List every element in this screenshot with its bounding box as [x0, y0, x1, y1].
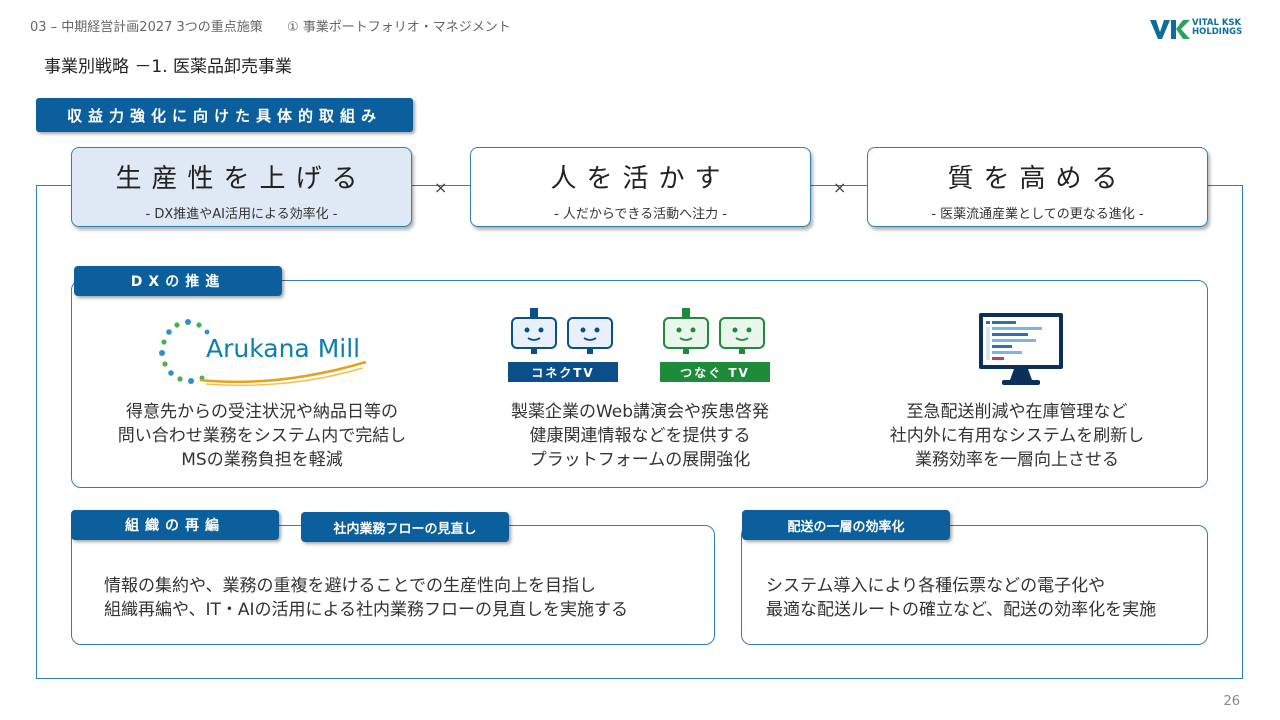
- tv-characters-icon: [663, 308, 765, 354]
- pillar-title: 生産性を上げる: [115, 164, 368, 194]
- dx-tv-description: 製薬企業のWeb講演会や疾患啓発 健康関連情報などを提供する プラットフォームの…: [510, 402, 770, 470]
- swoosh-icon: [199, 360, 367, 387]
- dx-arukana-description: 得意先からの受注状況や納品日等の 問い合わせ業務をシステム内で完結し MSの業務…: [117, 402, 407, 470]
- page-title: 事業別戦略 －1. 医薬品卸売事業: [44, 57, 293, 77]
- delivery-tab: 配送の一層の効率化: [742, 510, 950, 540]
- monitor-svg-icon: [979, 313, 1063, 385]
- section-label: 収益力強化に向けた具体的取組み: [36, 98, 413, 132]
- org-tab: 組織の再編: [71, 510, 279, 540]
- times-symbol: ×: [833, 178, 847, 197]
- delivery-description: システム導入により各種伝票などの電子化や 最適な配送ルートの確立など、配送の効率…: [766, 576, 1157, 620]
- pillar-subtitle: - 人だからできる活動へ注力 -: [554, 207, 727, 222]
- arukana-mill-text: Arukana Mill: [206, 334, 361, 363]
- breadcrumb-item: ① 事業ポートフォリオ・マネジメント: [286, 20, 511, 35]
- breadcrumb: 03 – 中期経営計画2027 3つの重点施策 ① 事業ポートフォリオ・マネジメ…: [30, 16, 517, 35]
- pillar-people: 人を活かす - 人だからできる活動へ注力 -: [470, 147, 811, 227]
- monitor-icon: [978, 312, 1064, 386]
- delivery-panel: [741, 525, 1208, 645]
- company-logo: VITAL KSK HOLDINGS: [1150, 18, 1250, 40]
- org-description: 情報の集約や、業務の重複を避けることでの生産性向上を目指し 組織再編や、IT・A…: [104, 576, 629, 620]
- arukana-mill-logo: Arukana Mill: [158, 318, 368, 388]
- tsunagu-tv-icon: つなぐ TV: [660, 308, 770, 382]
- dx-system-description: 至急配送削減や在庫管理など 社内外に有用なシステムを刷新し 業務効率を一層向上さ…: [889, 402, 1145, 470]
- pillar-subtitle: - 医薬流通産業としての更なる進化 -: [931, 207, 1144, 222]
- pillar-quality: 質を高める - 医薬流通産業としての更なる進化 -: [867, 147, 1208, 227]
- times-symbol: ×: [434, 178, 448, 197]
- page-number: 26: [1223, 694, 1240, 709]
- pillar-title: 質を高める: [947, 164, 1128, 194]
- pillar-title: 人を活かす: [550, 164, 731, 194]
- tsunagu-tv-label: つなぐ TV: [660, 362, 770, 382]
- dx-tab: DXの推進: [74, 266, 282, 296]
- workflow-subtab: 社内業務フローの見直し: [301, 512, 509, 542]
- tv-characters-icon: [511, 308, 613, 354]
- pillar-productivity: 生産性を上げる - DX推進やAI活用による効率化 -: [71, 147, 412, 227]
- breadcrumb-section: 03 – 中期経営計画2027 3つの重点施策: [30, 20, 263, 35]
- logo-text: VITAL KSK HOLDINGS: [1192, 18, 1243, 37]
- dot-ring-icon: [159, 319, 210, 384]
- vk-logo-mark-icon: [1150, 20, 1190, 39]
- pillar-subtitle: - DX推進やAI活用による効率化 -: [145, 207, 338, 222]
- connect-tv-label: コネクTV: [508, 362, 618, 382]
- connect-tv-icon: コネクTV: [508, 308, 618, 382]
